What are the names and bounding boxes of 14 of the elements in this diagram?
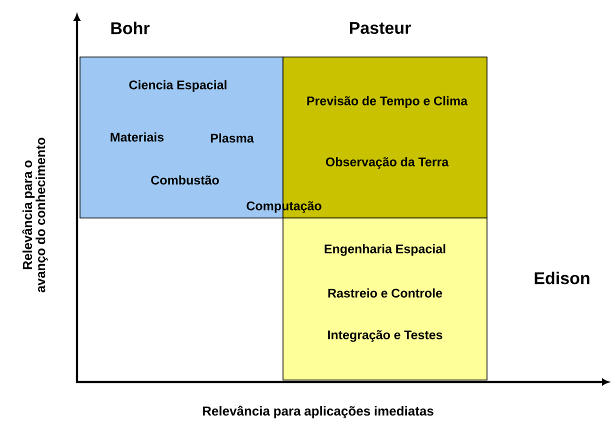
quadrant-heading: Pasteur xyxy=(350,22,411,34)
quadrant-heading: Edison xyxy=(534,272,590,284)
topic-label: Materiais xyxy=(110,132,164,142)
topic-label: Integração e Testes xyxy=(328,330,442,342)
topic-label: Engenharia Espacial xyxy=(324,244,446,256)
axis-label: Relevância para aplicações imediatas xyxy=(202,406,434,418)
topic-label: Rastreio e Controle xyxy=(328,288,442,298)
quadrant-heading: Bohr xyxy=(111,22,150,34)
topic-label: Observação da Terra xyxy=(326,157,449,169)
topic-label: Combustão xyxy=(151,175,219,185)
topic-label: Ciencia Espacial xyxy=(129,80,226,92)
topic-label: Plasma xyxy=(210,133,254,143)
topic-label: Previsão de Tempo e Clima xyxy=(307,96,468,108)
axis-label: Relevância para o avanço do conhecimento xyxy=(22,138,48,292)
